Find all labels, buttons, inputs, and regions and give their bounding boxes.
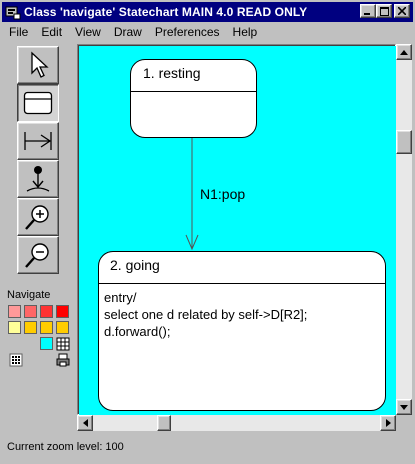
window-title: Class 'navigate' Statechart MAIN 4.0 REA… [24, 5, 308, 19]
menu-file[interactable]: File [9, 25, 29, 39]
transition-tool[interactable] [17, 122, 59, 160]
initial-state-tool[interactable] [17, 160, 59, 198]
menu-bar: File Edit View Draw Preferences Help [2, 23, 263, 41]
window-controls [360, 4, 410, 18]
transition-arrow[interactable] [79, 46, 396, 415]
navigate-swatch[interactable] [40, 337, 53, 350]
arrow-left-icon [82, 419, 88, 427]
navigate-swatch[interactable] [24, 305, 37, 318]
horizontal-scrollbar[interactable] [77, 415, 396, 431]
maximize-button[interactable] [376, 4, 392, 18]
zoom-status: Current zoom level: 100 [7, 441, 124, 453]
select-tool[interactable] [17, 46, 59, 84]
arrow-up-icon [400, 49, 408, 55]
dots-view-button[interactable] [9, 353, 23, 367]
transition-label: N1:pop [200, 186, 246, 202]
close-button[interactable] [394, 4, 410, 18]
vertical-scrollbar[interactable] [396, 44, 412, 415]
minimize-button[interactable] [360, 4, 376, 18]
diagram-canvas-frame: N1:pop 1. resting 2. going entry/ select… [77, 44, 396, 415]
navigate-label: Navigate [7, 289, 51, 301]
navigate-swatch[interactable] [56, 305, 69, 318]
state-resting[interactable]: 1. resting [130, 59, 257, 138]
zoom-out-tool[interactable] [17, 236, 59, 274]
menu-help[interactable]: Help [232, 25, 258, 39]
navigate-swatch[interactable] [24, 321, 37, 334]
scroll-up-button[interactable] [396, 44, 412, 60]
print-icon [56, 353, 70, 367]
scroll-down-button[interactable] [396, 399, 412, 415]
zoom-in-tool[interactable] [17, 198, 59, 236]
menu-preferences[interactable]: Preferences [154, 25, 220, 39]
print-view-button[interactable] [56, 353, 70, 367]
app-icon [5, 6, 21, 20]
grid-icon [56, 337, 70, 351]
arrow-right-icon [385, 419, 391, 427]
navigate-swatch[interactable] [40, 321, 53, 334]
state-action-line: d.forward(); [104, 324, 171, 339]
grid-view-button[interactable] [56, 337, 70, 351]
state-divider [99, 283, 385, 284]
state-action-line: select one d related by self->D[R2]; [104, 307, 308, 322]
menu-edit[interactable]: Edit [41, 25, 63, 39]
state-action-line: entry/ [104, 290, 137, 305]
menu-draw[interactable]: Draw [113, 25, 142, 39]
state-tool[interactable] [17, 84, 59, 122]
arrow-pointer-icon [31, 51, 49, 78]
zoom-in-icon [25, 205, 49, 230]
initial-state-icon [26, 166, 50, 192]
navigate-swatch[interactable] [56, 321, 69, 334]
state-name: 1. resting [143, 65, 201, 81]
maximize-icon [379, 6, 389, 16]
state-name: 2. going [110, 257, 160, 273]
arrow-down-icon [400, 404, 408, 410]
dotted-grid-icon [9, 353, 23, 367]
state-box-icon [23, 91, 53, 115]
diagram-canvas[interactable]: N1:pop 1. resting 2. going entry/ select… [79, 46, 396, 415]
scroll-right-button[interactable] [380, 415, 396, 431]
title-bar[interactable]: Class 'navigate' Statechart MAIN 4.0 REA… [2, 2, 413, 22]
scroll-corner [396, 415, 412, 431]
state-divider [131, 91, 256, 92]
close-icon [398, 7, 406, 15]
zoom-out-icon [25, 243, 49, 268]
navigate-swatch[interactable] [8, 305, 21, 318]
state-going[interactable]: 2. going entry/ select one d related by … [98, 251, 386, 411]
scroll-left-button[interactable] [77, 415, 93, 431]
tool-palette [17, 46, 59, 274]
minimize-icon [364, 13, 370, 15]
menu-view[interactable]: View [75, 25, 101, 39]
vertical-scroll-thumb[interactable] [396, 130, 412, 154]
navigate-swatch[interactable] [8, 321, 21, 334]
horizontal-scroll-thumb[interactable] [157, 415, 171, 431]
transition-arrow-icon [24, 132, 52, 150]
navigate-swatch[interactable] [40, 305, 53, 318]
